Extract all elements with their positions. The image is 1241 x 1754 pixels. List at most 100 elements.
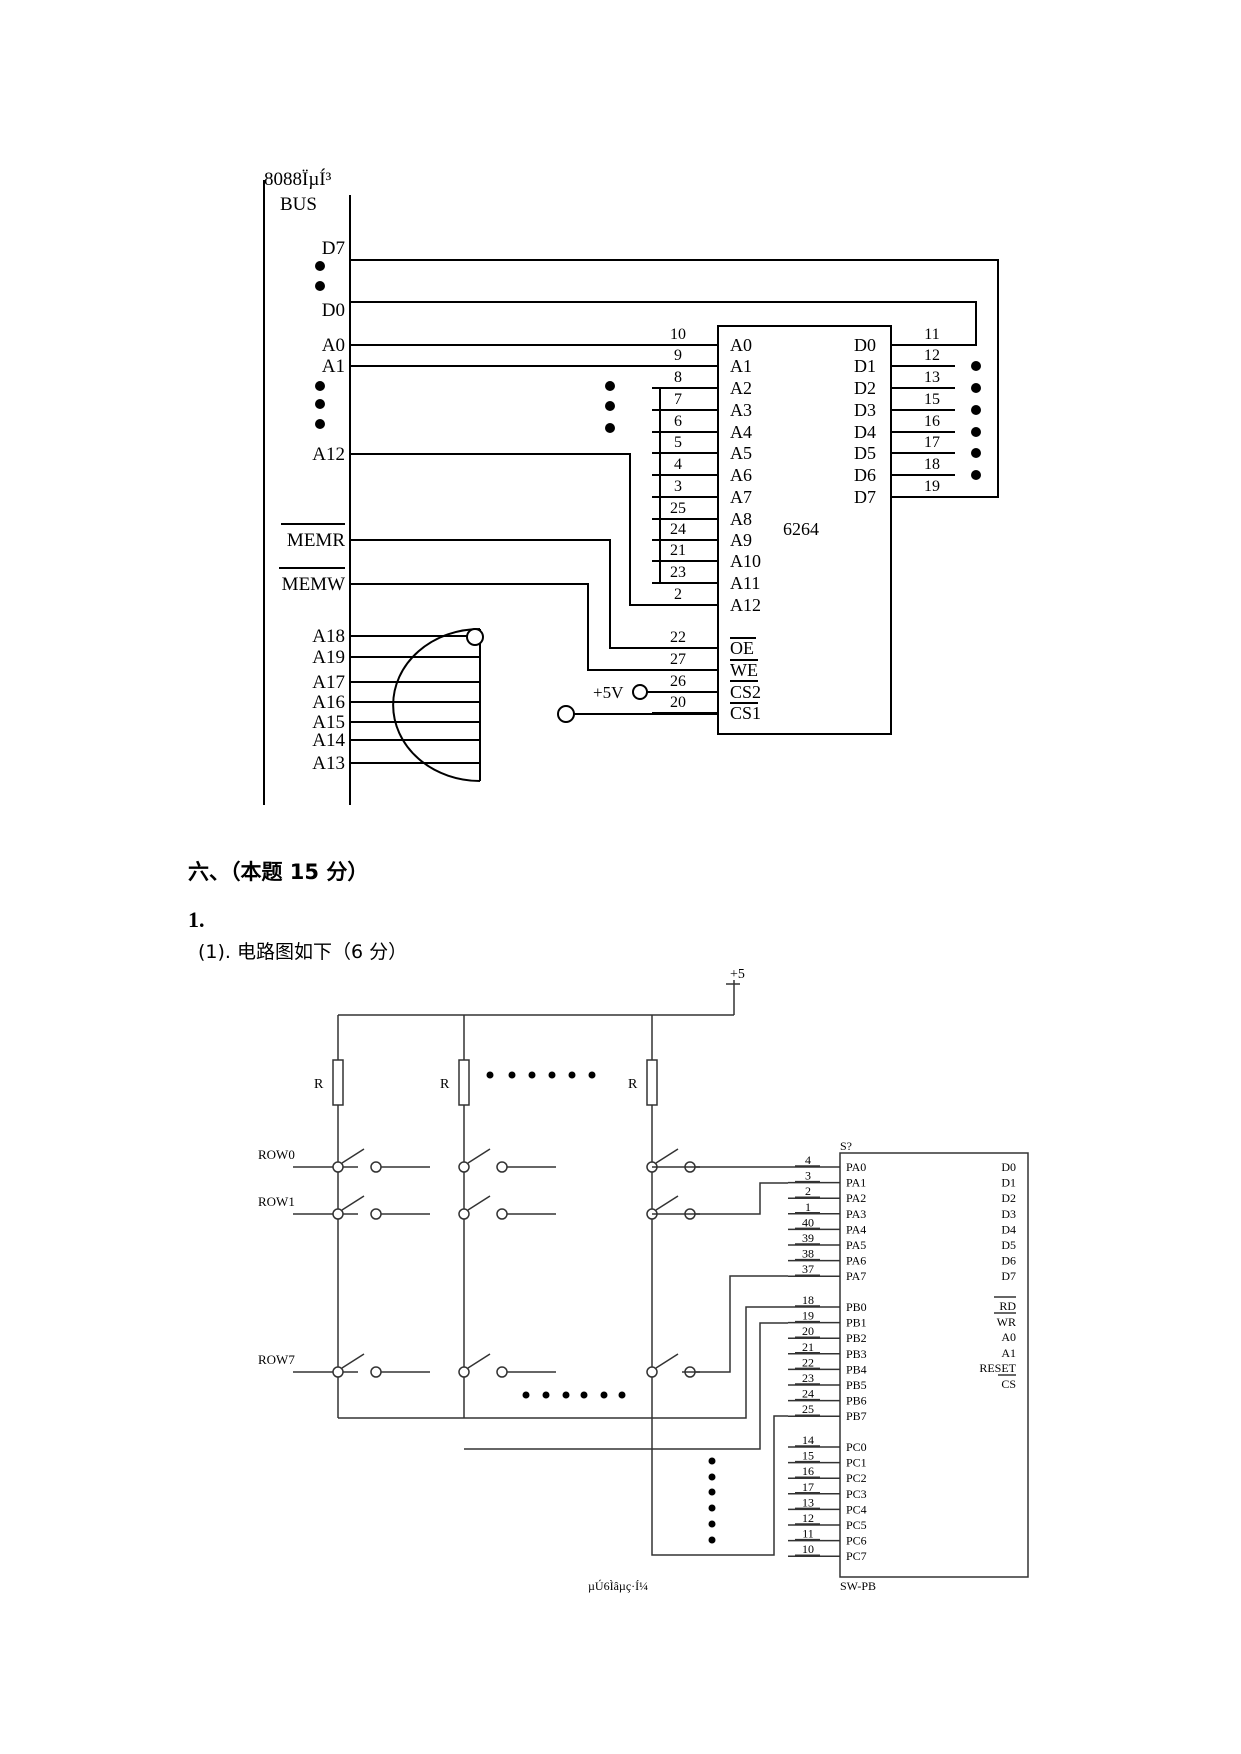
- ellipsis-dot: [708, 1488, 716, 1496]
- chip-pin-pb0: PB0: [846, 1300, 867, 1314]
- wire-a12: [350, 453, 718, 606]
- chip-pin-d0: D0: [854, 335, 876, 355]
- wire-d7: [350, 259, 999, 498]
- bus-label-a18: A18: [312, 626, 345, 647]
- chip-pin-a4: A4: [730, 422, 752, 442]
- pin-number: 3: [805, 1169, 811, 1183]
- chip-pin-pa5: PA5: [846, 1238, 866, 1252]
- bus-title: BUS: [280, 194, 317, 215]
- pin-number: 2: [674, 586, 682, 603]
- pin-number: 21: [802, 1340, 814, 1354]
- ellipsis-dot: [708, 1536, 716, 1544]
- pin-number: 17: [924, 434, 940, 451]
- chip-pin-a9: A9: [730, 530, 752, 550]
- chip-pin-d2: D2: [854, 378, 876, 398]
- pin-number: 5: [674, 434, 682, 451]
- pin-number: 37: [802, 1262, 814, 1276]
- bus-label-a15: A15: [312, 712, 345, 733]
- ppi-chip-body: [839, 1152, 1029, 1578]
- ellipsis-dot: [568, 1071, 576, 1079]
- vcc-terminal: [632, 684, 648, 700]
- memory-interface-diagram: 8088ÏµÍ³BUSD7D0A0A1A12MEMRMEMWA18A19A17A…: [263, 168, 999, 805]
- section-heading: 六、（本题 15 分）: [188, 860, 369, 884]
- switch-contact: [332, 1366, 344, 1378]
- chip-pin-d6: D6: [1001, 1254, 1016, 1268]
- switch-contact: [458, 1366, 470, 1378]
- pin-number: 4: [674, 456, 682, 473]
- pin-number: 22: [802, 1355, 814, 1369]
- ellipsis-dot: [315, 399, 325, 409]
- chip-pin-d5: D5: [1001, 1238, 1016, 1252]
- bus-label-a12: A12: [312, 444, 345, 465]
- pin-number: 22: [670, 629, 686, 646]
- chip-pin-d1: D1: [1001, 1176, 1016, 1190]
- switch-contact: [646, 1366, 658, 1378]
- bus-label-memr: MEMR: [287, 530, 345, 551]
- pin-number: 11: [802, 1527, 814, 1541]
- switch-lever: [467, 1195, 491, 1211]
- ellipsis-dot: [708, 1504, 716, 1512]
- pin-number: 16: [802, 1464, 814, 1478]
- chip-pin-pa6: PA6: [846, 1254, 866, 1268]
- chip-pin-rd: RD: [999, 1299, 1016, 1313]
- switch-lever: [341, 1148, 365, 1164]
- row-label-row1: ROW1: [258, 1194, 295, 1209]
- ellipsis-dot: [548, 1071, 556, 1079]
- chip-pin-d0: D0: [1001, 1160, 1016, 1174]
- pin-number: 3: [674, 478, 682, 495]
- chip-pin-pb2: PB2: [846, 1331, 867, 1345]
- switch-contact: [370, 1208, 382, 1220]
- wire-d0: [350, 301, 977, 346]
- resistor-body: [332, 1059, 344, 1106]
- resistor-label: R: [314, 1077, 324, 1092]
- switch-contact: [332, 1208, 344, 1220]
- chip-pin-pa7: PA7: [846, 1269, 866, 1283]
- wire-memw: [350, 583, 718, 671]
- chip-pin-a5: A5: [730, 443, 752, 463]
- ellipsis-dot: [971, 405, 981, 415]
- chip-pin-d7: D7: [1001, 1269, 1016, 1283]
- switch-contact: [332, 1161, 344, 1173]
- ellipsis-dot: [588, 1071, 596, 1079]
- chip-pin-pb7: PB7: [846, 1409, 867, 1423]
- ellipsis-dot: [542, 1391, 550, 1399]
- chip-pin-cs1: CS1: [730, 703, 761, 723]
- chip-6264-name: 6264: [783, 519, 819, 539]
- decoder-output-bubble: [466, 628, 484, 646]
- chip-pin-pc7: PC7: [846, 1549, 867, 1563]
- diagram1-wiring: 8088ÏµÍ³BUSD7D0A0A1A12MEMRMEMWA18A19A17A…: [263, 168, 999, 805]
- switch-contact: [496, 1161, 508, 1173]
- resistor-body: [646, 1059, 658, 1106]
- chip-pin-d2: D2: [1001, 1191, 1016, 1205]
- cs1-terminal: [557, 705, 575, 723]
- pin-number: 25: [670, 500, 686, 517]
- ellipsis-dot: [618, 1391, 626, 1399]
- pin-number: 10: [802, 1542, 814, 1556]
- pin-number: 13: [802, 1495, 814, 1509]
- vcc-label: +5: [730, 967, 745, 982]
- bus-label-d0: D0: [322, 300, 345, 321]
- chip-pin-pb3: PB3: [846, 1347, 867, 1361]
- chip-pin-pc6: PC6: [846, 1534, 867, 1548]
- pin-number: 15: [802, 1449, 814, 1463]
- chip-pin-pc0: PC0: [846, 1440, 867, 1454]
- ellipsis-dot: [971, 427, 981, 437]
- pin-number: 24: [670, 521, 686, 538]
- switch-lever: [655, 1195, 679, 1211]
- switch-lever: [341, 1353, 365, 1369]
- pin-number: 18: [802, 1293, 814, 1307]
- switch-contact: [458, 1161, 470, 1173]
- chip-pin-reset: RESET: [979, 1361, 1016, 1375]
- chip-pin-a10: A10: [730, 551, 761, 571]
- chip-pin-a8: A8: [730, 509, 752, 529]
- chip-pin-d3: D3: [1001, 1207, 1016, 1221]
- pin-number: 2: [805, 1184, 811, 1198]
- wire-col0: [338, 1306, 788, 1419]
- switch-contact: [496, 1366, 508, 1378]
- switch-lever: [655, 1353, 679, 1369]
- chip-pin-d4: D4: [1001, 1222, 1016, 1236]
- chip-pin-pc2: PC2: [846, 1471, 867, 1485]
- ellipsis-dot: [708, 1520, 716, 1528]
- chip-pin-a7: A7: [730, 487, 752, 507]
